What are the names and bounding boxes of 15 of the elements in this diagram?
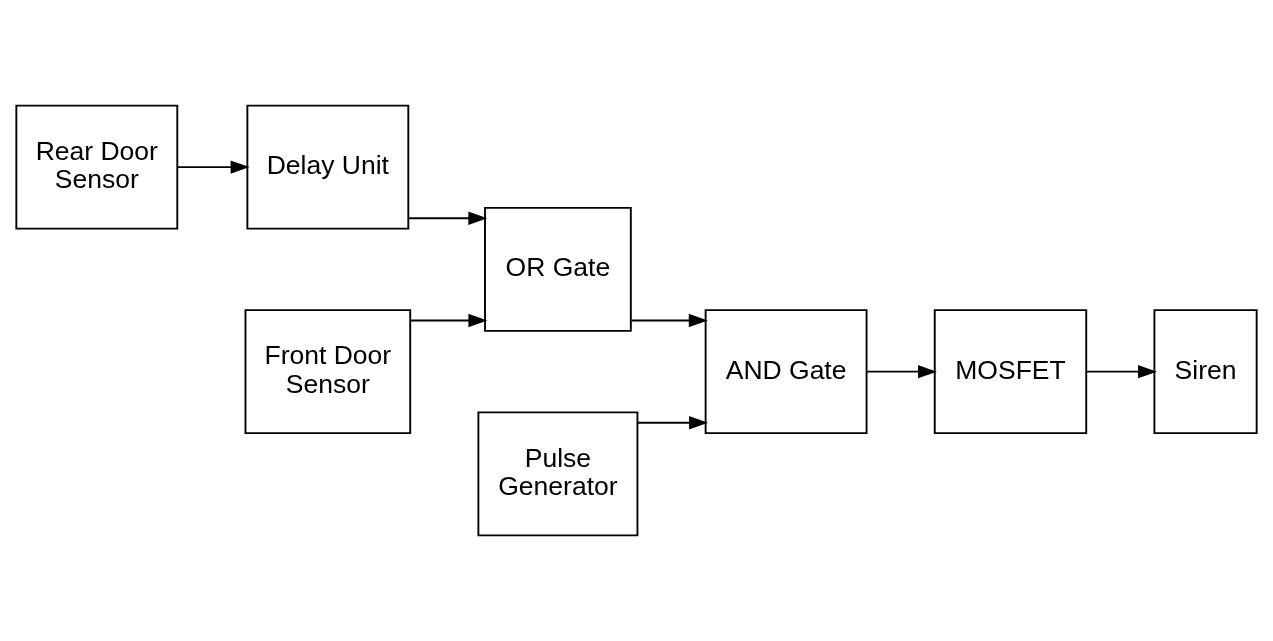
node-box: Pulse Generator: [477, 411, 639, 537]
node-box: MOSFET: [933, 309, 1088, 435]
arrow: [409, 313, 488, 328]
arrow: [636, 416, 709, 430]
node-box: Delay Unit: [246, 104, 410, 230]
node-box: OR Gate: [484, 206, 632, 332]
arrow: [1085, 365, 1158, 379]
node-box: AND Gate: [704, 309, 868, 435]
node-box: Rear Door Sensor: [15, 104, 179, 230]
arrow: [176, 160, 250, 174]
arrow: [630, 313, 708, 328]
node-box: Siren: [1153, 309, 1258, 435]
arrow: [408, 211, 488, 225]
arrow: [866, 365, 937, 379]
node-box: Front Door Sensor: [244, 309, 412, 435]
